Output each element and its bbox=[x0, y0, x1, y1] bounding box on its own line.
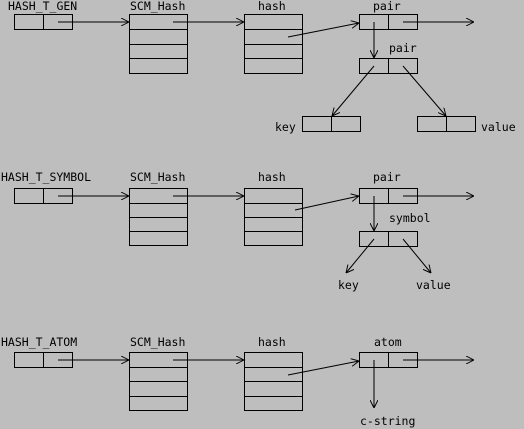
c-string-label: c-string bbox=[360, 414, 415, 428]
pair-label: pair bbox=[373, 170, 401, 184]
scm-hash-struct bbox=[129, 188, 188, 246]
hash-bucket-array bbox=[244, 14, 303, 74]
value-label: value bbox=[481, 120, 516, 134]
arrow-inner-to-value bbox=[402, 65, 446, 116]
arrow-inner-to-key bbox=[332, 65, 375, 116]
atom-label: atom bbox=[374, 335, 402, 349]
value-cell bbox=[417, 116, 476, 132]
arrow-symbol-to-value bbox=[402, 238, 431, 273]
panel-hash-t-symbol: HASH_T_SYMBOL SCM_Hash hash pair symbol … bbox=[1, 170, 474, 292]
hash-label: hash bbox=[258, 170, 286, 184]
scm-hash-label: SCM_Hash bbox=[130, 170, 185, 184]
key-cell bbox=[302, 116, 361, 132]
hash-t-atom-label: HASH_T_ATOM bbox=[1, 335, 77, 349]
symbol-label: symbol bbox=[389, 211, 431, 225]
scm-hash-struct bbox=[129, 14, 188, 74]
pair-label: pair bbox=[373, 0, 401, 13]
scm-hash-label: SCM_Hash bbox=[130, 335, 185, 349]
panel-hash-t-atom: HASH_T_ATOM SCM_Hash hash atom c-string bbox=[1, 335, 474, 428]
inner-pair-cell bbox=[359, 58, 418, 74]
key-label: key bbox=[275, 120, 296, 134]
arrow-hash-to-atom bbox=[287, 361, 359, 376]
hash-label: hash bbox=[258, 335, 286, 349]
key-label: key bbox=[338, 278, 359, 292]
hash-bucket-array bbox=[244, 352, 303, 411]
arrow-hash-to-pair bbox=[294, 196, 359, 211]
symbol-cell bbox=[359, 231, 418, 247]
hash-bucket-array bbox=[244, 188, 303, 246]
hash-t-symbol-label: HASH_T_SYMBOL bbox=[1, 170, 91, 184]
arrow-symbol-to-key bbox=[346, 238, 375, 273]
inner-pair-label: pair bbox=[389, 41, 417, 55]
scm-hash-struct bbox=[129, 352, 188, 411]
arrow-hash-to-pair bbox=[287, 23, 359, 38]
hash-label: hash bbox=[258, 0, 286, 13]
hash-t-gen-label: HASH_T_GEN bbox=[8, 0, 77, 13]
scm-hash-label: SCM_Hash bbox=[130, 0, 185, 13]
value-label: value bbox=[416, 278, 451, 292]
panel-hash-t-gen: HASH_T_GEN SCM_Hash hash pair pair key v… bbox=[8, 0, 516, 134]
